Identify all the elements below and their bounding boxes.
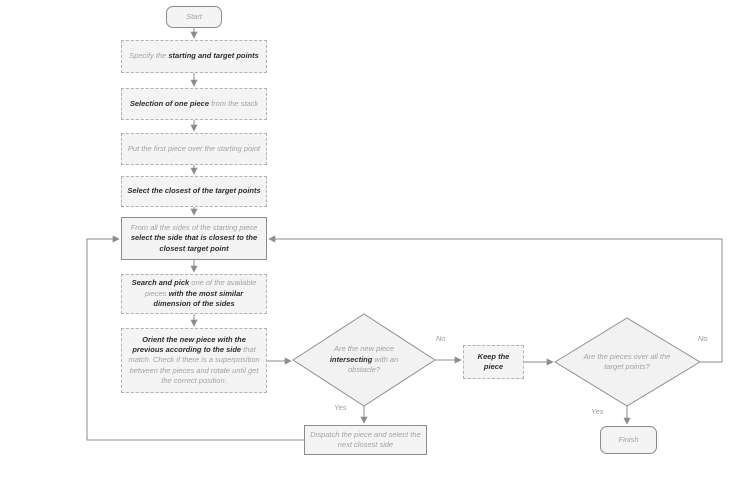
terminator-finish: Finish [600,426,657,454]
start-label: Start [186,11,202,21]
step-put-first-piece: Put the first piece over the starting po… [121,133,267,165]
terminator-start: Start [166,6,222,28]
edge-label-no-targets: No [698,334,708,343]
step-select-side: From all the sides of the starting piece… [121,217,267,260]
edge-label-yes-targets: Yes [591,407,604,416]
step-text: Selection of one piece from the stack [129,98,259,108]
step-text: Orient the new piece with the previous a… [128,334,260,386]
edge-dispatch-loop [86,235,304,441]
finish-label: Finish [618,434,639,444]
step-text: Select the closest of the target points [127,186,261,196]
step-search-pick: Search and pick one of the available pie… [121,274,267,314]
step-dispatch-piece: Dispatch the piece and select the next c… [304,425,427,455]
step-text: Put the first piece over the starting po… [127,143,261,153]
edge-label-yes-obstacle: Yes [334,403,347,412]
step-select-closest-target: Select the closest of the target points [121,176,267,207]
step-select-piece: Selection of one piece from the stack [121,88,267,120]
step-text: Dispatch the piece and select the next c… [310,429,421,449]
step-specify-points: Specify the starting and target points [121,40,267,73]
step-text: Search and pick one of the available pie… [131,278,257,309]
edge-targetq-no-loop [268,235,723,363]
step-keep-piece: Keep the piece [463,345,524,379]
step-text: Keep the piece [477,351,510,371]
decision-intersect-diamond [292,313,436,407]
edge-label-no-obstacle: No [436,334,446,343]
step-text: Specify the starting and target points [129,51,259,61]
step-text: From all the sides of the starting piece… [130,222,258,253]
step-orient-piece: Orient the new piece with the previous a… [121,328,267,393]
decision-targets-diamond [554,317,701,407]
